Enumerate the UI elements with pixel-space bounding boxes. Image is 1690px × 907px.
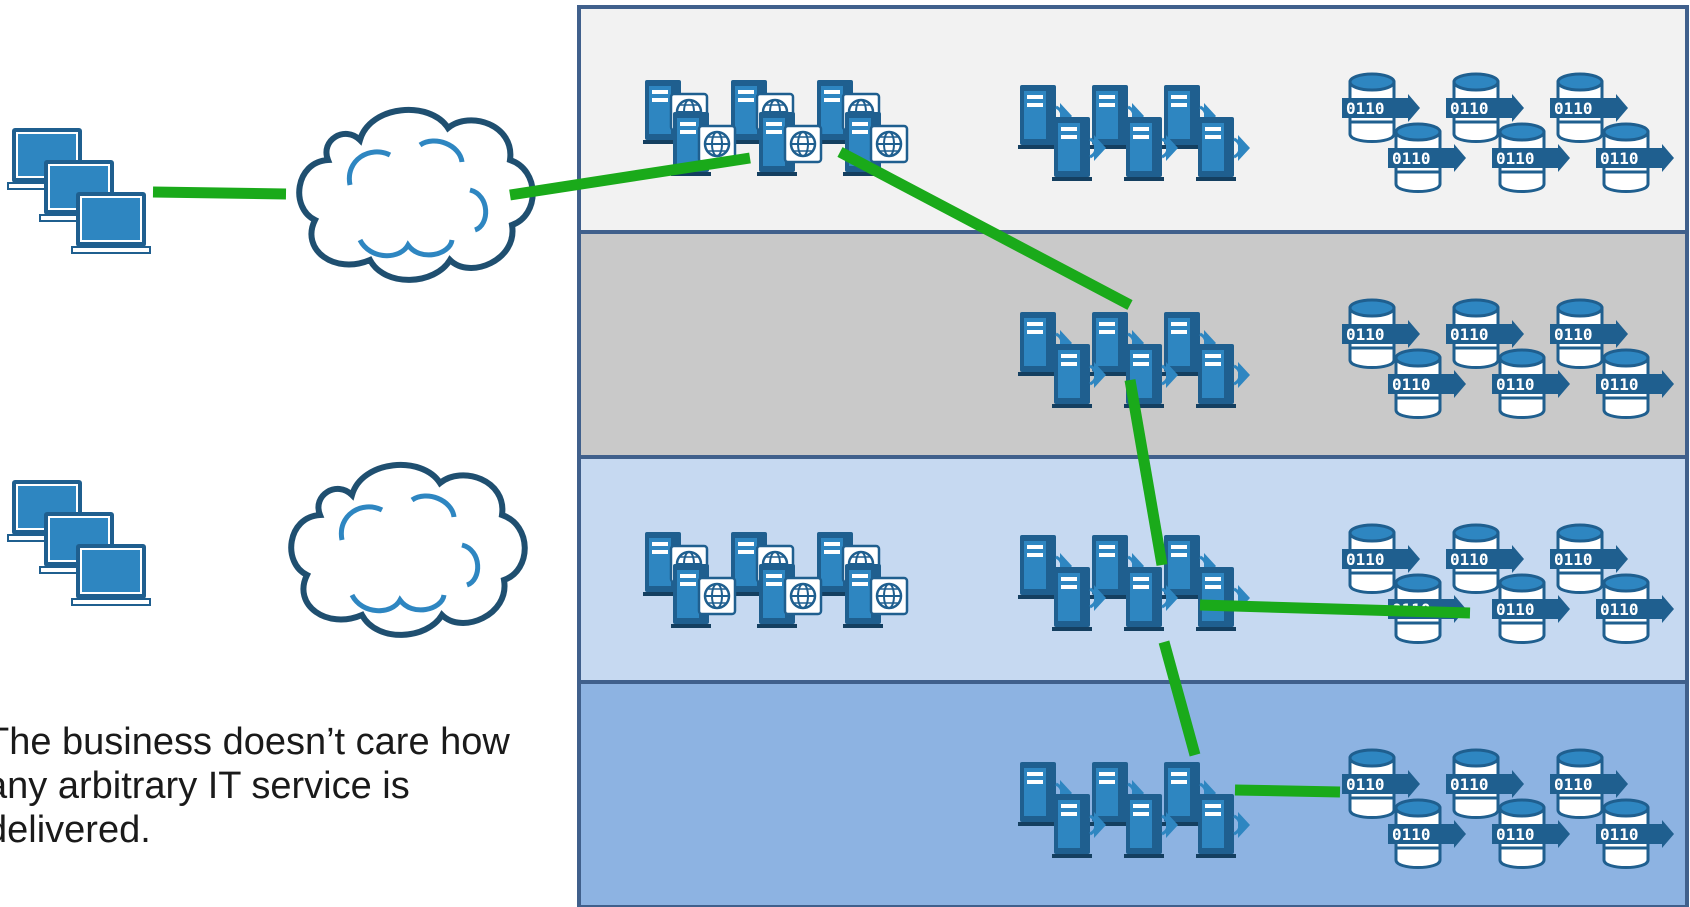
cloud-icon [299,110,533,280]
caption-text: The business doesn’t care how any arbitr… [0,721,510,851]
cloud-icon [291,465,525,635]
path-segment [1124,379,1168,566]
path-segment [1158,640,1201,757]
laptop-cluster-icon [8,480,150,605]
web-server-cluster-icon [643,532,907,628]
path-segment [152,186,287,200]
service-path [152,147,1471,798]
path-segment [837,147,1133,310]
laptop-cluster-icon [8,128,150,253]
path-segment [1199,599,1471,619]
path-segment [1234,784,1341,798]
path-segment [509,152,751,201]
